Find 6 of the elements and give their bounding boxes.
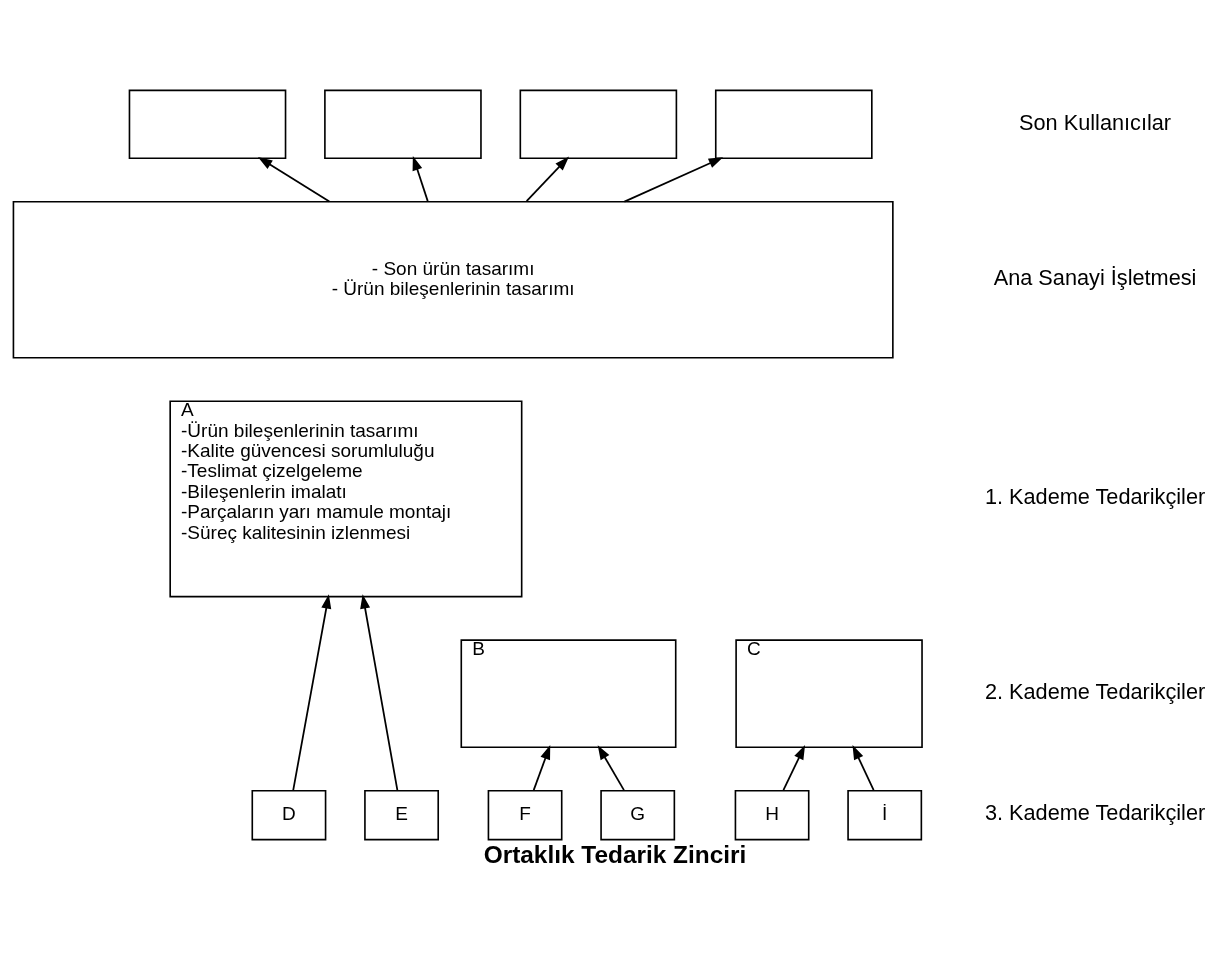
label: 3. Kademe Tedarikçiler — [984, 799, 1206, 825]
label: 1. Kademe Tedarikçiler — [984, 483, 1206, 509]
caption: Ortaklık Tedarik Zinciri — [483, 840, 747, 868]
label: Son Kullanıcılar — [1019, 109, 1172, 135]
label: 2. Kademe Tedarikçiler — [984, 678, 1206, 704]
label: Ana Sanayi İşletmesi — [993, 264, 1197, 290]
